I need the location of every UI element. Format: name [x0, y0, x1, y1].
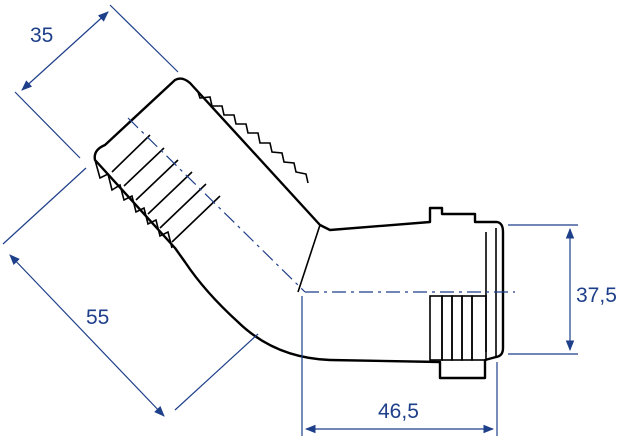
- centerlines: [127, 117, 515, 293]
- dim-label-46-5: 46,5: [378, 400, 419, 423]
- dim-label-55: 55: [86, 306, 109, 329]
- dimension-hose-length: 55: [2, 167, 259, 417]
- barb-ridges: [111, 134, 221, 243]
- dim-label-35: 35: [30, 24, 53, 47]
- dimension-thread-length: 46,5: [301, 296, 498, 436]
- fitting-body: [93, 77, 505, 380]
- dim-label-37-5: 37,5: [576, 284, 617, 307]
- dimension-thread-diameter: 37,5: [508, 224, 617, 355]
- dimension-hose-diameter: 35: [14, 4, 179, 159]
